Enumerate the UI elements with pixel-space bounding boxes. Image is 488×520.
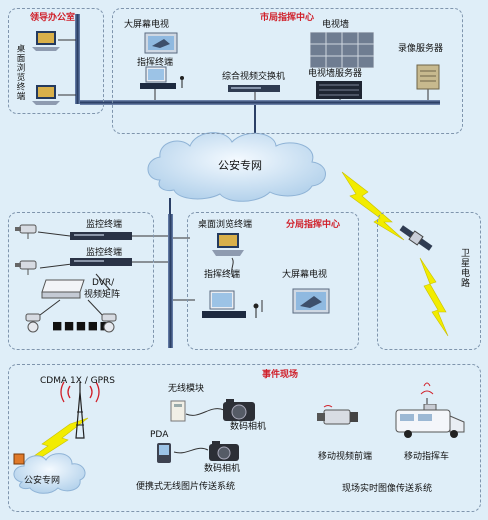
pda-icon [157, 443, 171, 463]
mobile-video-camera-icon [317, 405, 358, 425]
laptop-icon [32, 31, 60, 51]
mobile-front-label: 移动视频前端 [318, 452, 373, 462]
satellite-icon [399, 225, 433, 251]
leader-office-bus [75, 14, 80, 104]
command-terminal-icon [202, 290, 259, 318]
ptz-camera-icon [25, 313, 41, 333]
mobile-vehicle-label: 移动指挥车 [404, 452, 450, 462]
cdma-label: CDMA 1X / GPRS [40, 376, 116, 386]
zone-monitoring [8, 212, 154, 350]
big-screen-tv-icon [292, 288, 330, 314]
recording-server-icon [416, 64, 440, 90]
big-screen-label: 大屏幕电视 [124, 20, 170, 30]
zone-branch-center [187, 212, 359, 350]
recording-server-label: 录像服务器 [398, 44, 444, 54]
dvr-matrix-icon [41, 279, 85, 299]
monitoring-terminal-2-icon [70, 258, 132, 266]
monitoring-terminal-2-label: 监控终端 [86, 248, 123, 258]
digital-camera-icon [209, 441, 239, 461]
zone-satellite [377, 212, 481, 350]
zone-city-center [112, 8, 463, 134]
tv-wall-server-icon [316, 81, 362, 99]
digital-camera-2-label: 数码相机 [204, 464, 241, 474]
branch-desktop-terminal-label: 桌面浏览终端 [198, 220, 253, 230]
tv-wall-server-label: 电视墙服务器 [308, 69, 363, 79]
lightning-bolt-bottom [419, 257, 449, 337]
tv-wall-icon [310, 32, 374, 68]
laptop-icon [32, 85, 60, 105]
zone-incident-site [8, 364, 481, 512]
incident-site-title: 事件现场 [262, 370, 299, 380]
lightning-bolt-top [341, 171, 405, 241]
big-screen-tv-icon [144, 32, 178, 54]
zone-leader-office [8, 8, 104, 114]
city-center-bus [80, 100, 440, 105]
video-switch-icon [228, 85, 280, 92]
pda-label: PDA [150, 430, 169, 440]
ptz-camera-icon [101, 313, 117, 333]
wireless-module-label: 无线模块 [168, 384, 205, 394]
camera-ellipsis: ■ ■ ■ ■ ■ [52, 319, 110, 332]
monitoring-bus [168, 214, 173, 348]
modem-icon [13, 453, 25, 465]
video-matrix-label: 视频矩阵 [84, 290, 121, 300]
digital-camera-1-label: 数码相机 [230, 422, 267, 432]
command-terminal-icon [140, 66, 184, 89]
wireless-module-icon [170, 400, 186, 422]
leader-office-title: 领导办公室 [30, 13, 76, 23]
small-cloud-label: 公安专网 [24, 476, 61, 486]
mobile-command-vehicle-icon [395, 404, 465, 438]
monitoring-terminal-1-label: 监控终端 [86, 220, 123, 230]
main-cloud [147, 132, 326, 202]
digital-camera-icon [223, 399, 255, 421]
realtime-system-label: 现场实时图像传送系统 [342, 484, 433, 494]
branch-center-title: 分局指挥中心 [286, 220, 341, 230]
laptop-icon [212, 233, 244, 256]
leader-office-terminal-label: 桌面浏览终端 [15, 44, 25, 101]
command-terminal-label: 指挥终端 [137, 58, 174, 68]
cctv-camera-icon [15, 224, 37, 239]
dvr-label: DVR/ [92, 278, 115, 288]
tv-wall-label: 电视墙 [322, 20, 350, 30]
portable-system-label: 便携式无线图片传送系统 [136, 482, 236, 492]
branch-big-screen-label: 大屏幕电视 [282, 270, 328, 280]
cell-tower [60, 381, 100, 439]
branch-command-terminal-label: 指挥终端 [204, 270, 241, 280]
city-center-title: 市局指挥中心 [260, 13, 315, 23]
video-switch-label: 综合视频交换机 [222, 72, 286, 82]
main-cloud-label: 公安专网 [218, 159, 262, 172]
satellite-circuit-label: 卫星电路 [459, 248, 469, 288]
cctv-camera-icon [15, 260, 37, 275]
monitoring-terminal-1-icon [70, 232, 132, 240]
